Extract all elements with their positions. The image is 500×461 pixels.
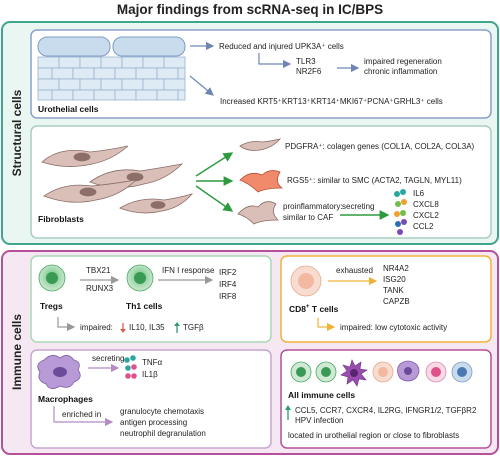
cd8-impaired: impaired: low cytotoxic activity bbox=[340, 323, 447, 332]
arrow-proinflam bbox=[195, 185, 234, 212]
arrow-treg-impaired bbox=[57, 317, 76, 332]
macro-process-1: granulocyte chemotaxis bbox=[120, 407, 204, 416]
pdgfra-text: PDGFRA⁺: colagen genes (COL1A, COL2A, CO… bbox=[285, 142, 475, 151]
all-immune-line2: HPV infection bbox=[295, 416, 343, 425]
irf8: IRF8 bbox=[219, 292, 237, 301]
immune-label: Immune cells bbox=[10, 314, 24, 390]
gene-tbx21: TBX21 bbox=[86, 266, 111, 275]
up-arrowhead-icon bbox=[174, 322, 180, 326]
increased-text: Increased KRT5⁺KRT13⁺KRT14⁺MKI67⁺PCNA⁺GR… bbox=[220, 97, 443, 106]
cd8-label-sup: + bbox=[306, 304, 310, 310]
all-immune-line3: located in urothelial region or close to… bbox=[288, 431, 459, 440]
proinflam-cell-icon bbox=[237, 201, 279, 225]
down-arrowhead-icon bbox=[120, 329, 126, 333]
cd8-box bbox=[280, 255, 492, 343]
pdgfra-cell-icon bbox=[239, 138, 282, 151]
tregs-label: Tregs bbox=[40, 301, 63, 311]
irf2: IRF2 bbox=[219, 268, 237, 277]
cytokine-dots bbox=[394, 189, 407, 235]
structural-label: Structural cells bbox=[10, 89, 24, 176]
proinflam-text-1: proinflammatory: bbox=[283, 202, 343, 211]
reduced-text: Reduced and injured UPK3A⁺ cells bbox=[219, 42, 344, 51]
cd8-label-main: CD8 bbox=[289, 304, 306, 314]
cytokine-cxcl8: CXCL8 bbox=[413, 200, 439, 209]
all-immune-label: All immune cells bbox=[288, 390, 355, 400]
macro-enriched: enriched in bbox=[62, 410, 101, 419]
effect-inflammation: chronic inflammation bbox=[364, 67, 437, 76]
cd8-nucleus-icon bbox=[298, 273, 314, 289]
cd8-label: CD8+ T cells bbox=[289, 304, 339, 314]
receptor-nr2f6: NR2F6 bbox=[296, 67, 322, 76]
figure-title: Major findings from scRNA-seq in IC/BPS bbox=[117, 2, 383, 17]
receptor-tlr3: TLR3 bbox=[296, 57, 316, 66]
urothelium-illustration bbox=[37, 36, 186, 101]
arrow-macro-enriched bbox=[53, 406, 114, 427]
cd8-label-rest: T cells bbox=[310, 304, 339, 314]
arrow-pdgfra bbox=[195, 152, 234, 177]
immune-cells-illustration bbox=[290, 359, 473, 387]
rgs5-cell-icon bbox=[239, 170, 284, 193]
cytokine-il6: IL6 bbox=[413, 189, 425, 198]
rgs5-text: RGS5⁺: similar to SMC (ACTA2, TAGLN, MYL… bbox=[287, 176, 462, 185]
cd8-gene-nr4a2: NR4A2 bbox=[383, 264, 409, 273]
th1-nucleus-icon bbox=[134, 272, 146, 284]
fibro-secreting-label: secreting bbox=[342, 202, 374, 211]
urothelial-label: Urothelial cells bbox=[38, 104, 99, 114]
fibroblast-label: Fibroblasts bbox=[38, 214, 84, 224]
proinflam-text-2: similar to CAF bbox=[283, 213, 333, 222]
macro-cytokine-dots bbox=[124, 355, 137, 379]
arrow-receptors bbox=[258, 53, 292, 69]
cd8-exhausted: exhausted bbox=[336, 266, 373, 275]
cd8-gene-tank: TANK bbox=[383, 286, 404, 295]
fibroblast-illustration bbox=[41, 145, 194, 214]
cd8-gene-isg20: ISG20 bbox=[383, 275, 406, 284]
all-immune-line1: CCL5, CCR7, CXCR4, IL2RG, IFNGR1/2, TGFβ… bbox=[295, 406, 477, 415]
treg-nucleus-icon bbox=[46, 272, 58, 284]
macrophage-nucleus-icon bbox=[53, 367, 67, 377]
gene-runx3: RUNX3 bbox=[86, 284, 114, 293]
ifn-text: IFN I response bbox=[162, 266, 215, 275]
macro-process-3: neutrophil degranulation bbox=[120, 429, 206, 438]
macro-cytokine-il1b: IL1β bbox=[142, 370, 158, 379]
macro-cytokine-tnfa: TNFα bbox=[142, 358, 163, 367]
treg-up-gene: TGFβ bbox=[183, 323, 204, 332]
all-immune-up-arrowhead-icon bbox=[285, 405, 291, 410]
cytokine-cxcl2: CXCL2 bbox=[413, 211, 439, 220]
treg-down-genes: IL10, IL35 bbox=[129, 323, 165, 332]
arrow-cd8-impaired bbox=[317, 318, 336, 332]
treg-impaired-label: impaired: bbox=[80, 323, 113, 332]
arrow-increased bbox=[189, 75, 214, 96]
macro-process-2: antigen processing bbox=[120, 418, 187, 427]
macro-secreting: secreting bbox=[92, 354, 124, 363]
effect-regeneration: impaired regeneration bbox=[364, 57, 442, 66]
cytokine-ccl2: CCL2 bbox=[413, 222, 434, 231]
irf4: IRF4 bbox=[219, 280, 237, 289]
cd8-gene-capzb: CAPZB bbox=[383, 297, 410, 306]
macrophage-label: Macrophages bbox=[38, 394, 93, 404]
th1-label: Th1 cells bbox=[126, 301, 163, 311]
macrophage-box bbox=[30, 349, 272, 449]
